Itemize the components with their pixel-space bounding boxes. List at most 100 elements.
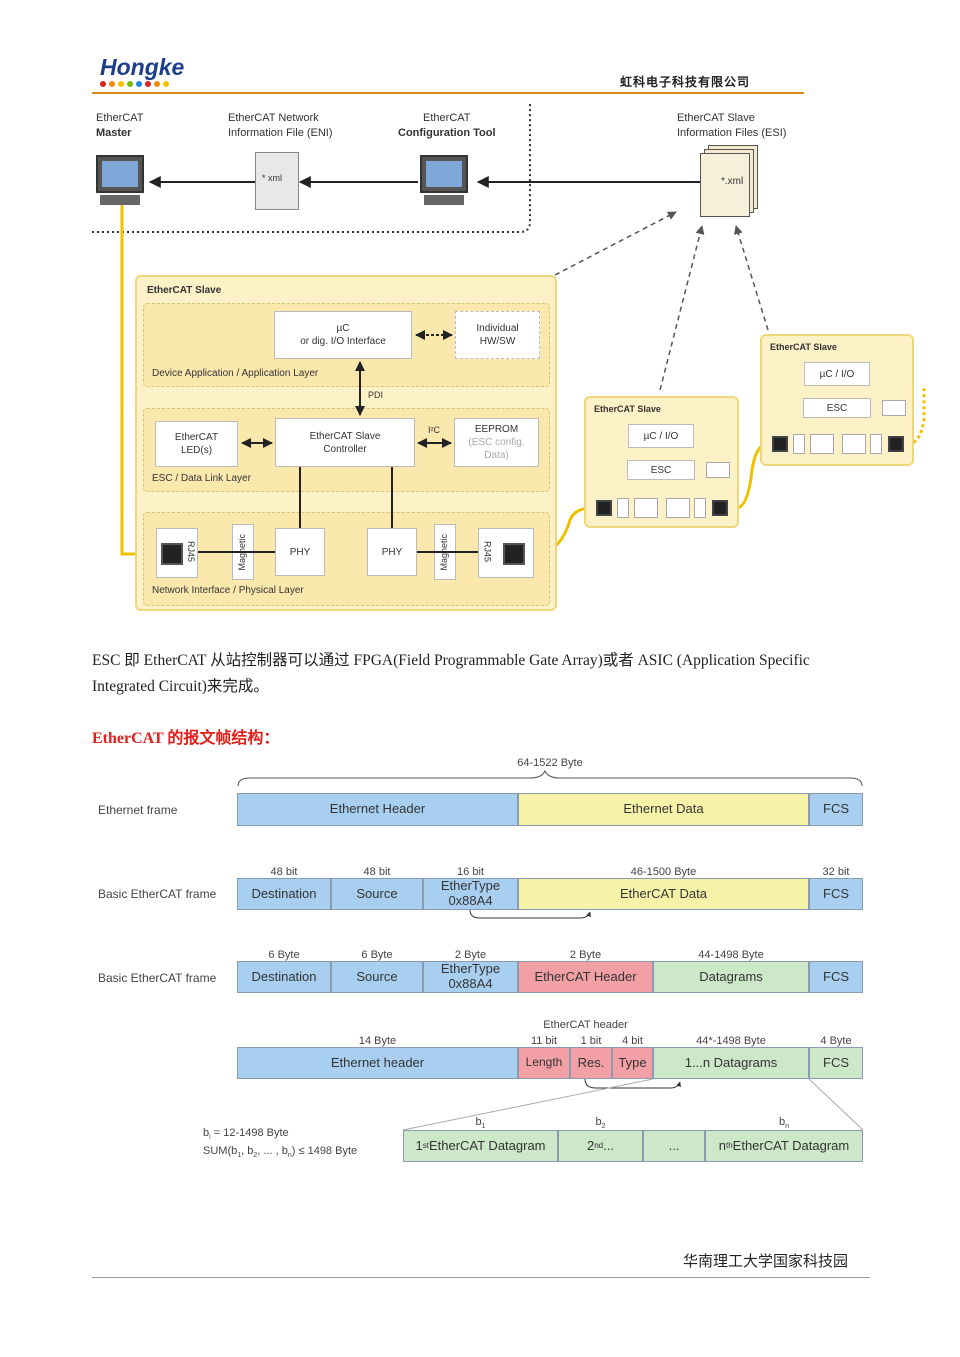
small-slave-1-eeprom [706,462,730,478]
frame-total-size: 64-1522 Byte [517,757,583,769]
esi-documents-icon: *.xml [700,145,758,217]
i2c-label: I²C [428,425,440,435]
rj45-right: RJ45 [478,528,534,578]
row4-bits-res: 1 bit [580,1035,602,1047]
small-slave-2-eeprom [882,400,906,416]
destination-cell-2: Destination [237,961,331,993]
small-slave-2-esc: ESC [803,398,871,418]
logo-dot [145,81,151,87]
phy-right: PHY [367,528,417,576]
small-slave-2-port-out [888,436,904,452]
b2-label: b2 [595,1116,606,1131]
footer-text: 华南理工大学国家科技园 [683,1252,849,1270]
esc-paragraph: ESC 即 EtherCAT 从站控制器可以通过 FPGA(Field Prog… [92,652,810,695]
ethercat-header-cell: EtherCAT Header [518,961,653,993]
fcs-cell-3: FCS [809,961,863,993]
small-slave-1-mag [617,498,629,518]
small-slave-2-mag2 [870,434,882,454]
company-logo: Hongke [100,54,185,80]
company-name: 虹科电子科技有限公司 [620,75,751,89]
slave-internal-lines [198,330,478,553]
res-cell: Res. [570,1047,612,1079]
logo-dot [100,81,106,87]
small-slave-1-phy2 [666,498,690,518]
small-slave-2-phy2 [842,434,866,454]
phy-left: PHY [275,528,325,576]
logo-dot [127,81,133,87]
row4-bits-type: 4 bit [622,1035,643,1047]
row3-bits-type: 2 Byte [454,949,487,961]
frame-arrows [402,909,864,1131]
footer-divider [92,1277,870,1278]
datagram-ellipsis-cell: ... [643,1130,705,1162]
slave-title: EtherCAT Slave [147,285,222,296]
source-cell-2: Source [331,961,423,993]
row4-bits-eth: 14 Byte [358,1035,397,1047]
small-slave-1-mag2 [694,498,706,518]
row4-bits-len: 11 bit [530,1035,558,1047]
small-slave-2-uc: µC / I/O [804,362,870,386]
row4-header-label: EtherCAT header [543,1019,628,1031]
physical-layer: Network Interface / Physical Layer [143,512,550,606]
row4-bits-fcs: 4 Byte [820,1035,852,1047]
row2-bits-dest: 48 bit [270,866,298,878]
logo-dots [100,81,169,87]
row4-bits-dg: 44*-1498 Byte [696,1035,766,1047]
frame-brace [237,770,863,787]
eeprom-box: EEPROM(ESC config.Data) [454,418,539,467]
row2-bits-type: 16 bit [457,866,484,878]
row1-label: Ethernet frame [98,803,178,817]
logo-dot [118,81,124,87]
b1-label: b1 [475,1116,486,1131]
ethernet-header-cell: Ethernet Header [237,793,518,826]
rj45-left: RJ45 [156,528,198,578]
logo-dot [163,81,169,87]
eni-document-icon: * xml [255,152,299,210]
row2-bits-src: 48 bit [363,866,391,878]
row3-bits-hdr: 2 Byte [569,949,602,961]
pdi-label: PDI [368,390,384,400]
length-cell: Length [518,1047,570,1079]
row3-bits-src: 6 Byte [361,949,393,961]
fcs-cell-1: FCS [809,793,863,826]
bn-label: bn [778,1116,790,1131]
fcs-cell-4: FCS [809,1047,863,1079]
small-slave-2-mag [793,434,805,454]
header-divider [92,92,804,94]
small-slave-1-uc: µC / I/O [628,424,694,448]
row2-label: Basic EtherCAT frame [98,887,217,901]
row3-bits-dg: 44-1498 Byte [698,949,764,961]
source-cell: Source [331,878,423,910]
small-slave-1-phy [634,498,658,518]
ethernet-data-cell: Ethernet Data [518,793,809,826]
row3-label: Basic EtherCAT frame [98,971,217,985]
logo-dot [154,81,160,87]
small-slave-2-port-in [772,436,788,452]
row3-bits-dest: 6 Byte [268,949,300,961]
bi-note: bi = 12-1498 Byte [203,1127,289,1142]
config-tool-computer-icon [420,155,472,207]
row2-bits-fcs: 32 bit [822,866,850,878]
n-datagrams-cell: 1...n Datagrams [653,1047,809,1079]
small-slave-1-port-out [712,500,728,516]
logo-dot [109,81,115,87]
frame-section-title: EtherCAT 的报文帧结构： [92,730,280,747]
logo-dot [136,81,142,87]
type-cell: Type [612,1047,653,1079]
master-computer-icon [96,155,148,207]
destination-cell: Destination [237,878,331,910]
sum-note: SUM(b1, b2, ... , bn) ≤ 1498 Byte [203,1145,358,1160]
small-slave-1-port-in [596,500,612,516]
